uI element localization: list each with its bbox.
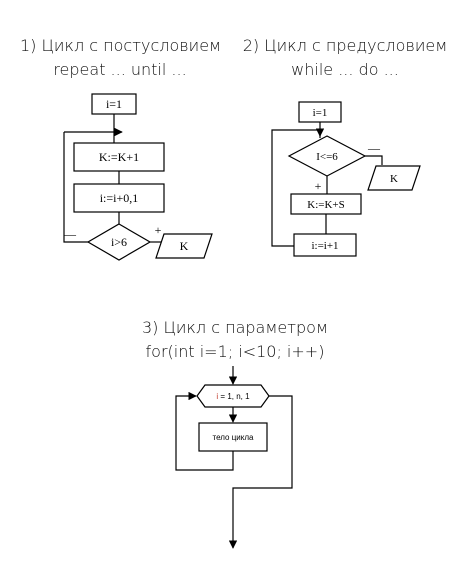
diagram-precondition: i=1 I<=6 — K + K:=K+S i:=i+1: [271, 101, 421, 257]
d2-loop-return-line: [271, 129, 320, 247]
d1-plus-label: +: [155, 223, 162, 237]
d1-output-parallelogram: [155, 233, 213, 259]
d3-header-rest: = 1, n, 1: [218, 392, 250, 401]
caption-precondition-title: 2) Цикл с предусловием: [242, 36, 448, 55]
d1-body2-box: [73, 183, 165, 213]
caption-precondition-subtitle: while ... do ...: [291, 60, 399, 79]
d1-false-branch-line: [63, 132, 88, 243]
d3-exit-line: [228, 395, 293, 549]
d3-loop-header-text: i = 1, n, 1: [216, 392, 250, 401]
d1-minus-label: —: [63, 227, 77, 241]
d3-loop-header-hexagon: [196, 384, 270, 408]
d1-output-text: K: [180, 239, 189, 253]
d2-output-parallelogram: [367, 165, 421, 191]
d2-body1-text: K:=K+S: [307, 199, 344, 211]
d2-body2-text: i:=i+1: [311, 240, 338, 252]
d3-loop-return-line: [175, 391, 234, 471]
d2-false-branch-line: [365, 155, 383, 165]
d3-body-box: [198, 422, 268, 452]
d2-plus-label: +: [315, 179, 322, 193]
caption-parameter-subtitle: for(int i=1; i<10; i++): [145, 342, 325, 361]
d3-header-var: i: [216, 392, 218, 401]
d3-body-text: тело цикла: [213, 433, 254, 442]
d1-body2-text: i:=i+0,1: [100, 191, 139, 205]
d2-body2-box: [293, 233, 357, 257]
caption-postcondition-title: 1) Цикл с постусловием: [20, 36, 222, 55]
caption-postcondition-subtitle: repeat ... until ...: [53, 60, 187, 79]
d2-output-text: K: [390, 173, 398, 185]
d1-condition-text: i>6: [111, 235, 127, 249]
d2-condition-text: I<=6: [316, 151, 338, 163]
d2-minus-label: —: [367, 141, 381, 155]
d1-init-text: i=1: [106, 97, 122, 111]
d1-body1-text: K:=K+1: [99, 150, 139, 164]
diagram-parameter: i = 1, n, 1 тело цикла: [175, 366, 293, 549]
d2-init-text: i=1: [313, 107, 328, 119]
d1-condition-diamond: [86, 223, 152, 261]
caption-parameter-title: 3) Цикл с параметром: [141, 318, 329, 337]
diagram-postcondition: i=1 K:=K+1 i:=i+0,1 i>6 — + K: [63, 93, 213, 261]
